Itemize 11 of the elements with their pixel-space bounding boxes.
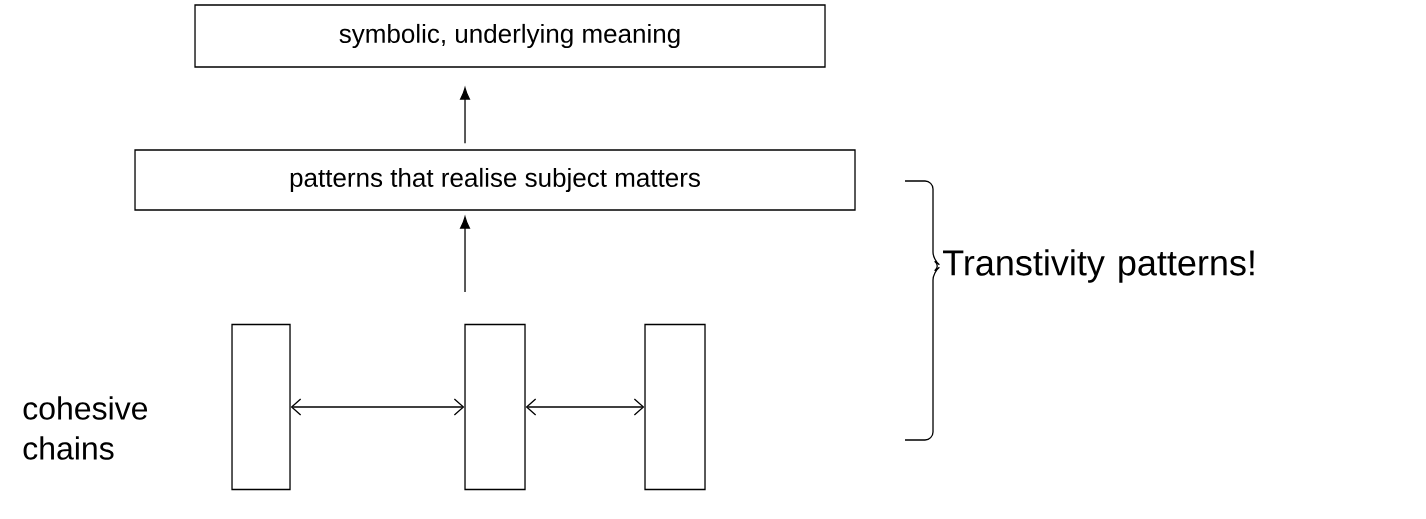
- label: cohesive chains: [23, 396, 148, 460]
- arrow: [525, 398, 645, 416]
- arrow: [460, 216, 470, 293]
- chain-box: [644, 323, 706, 491]
- chain-box: [464, 323, 526, 491]
- chain-box: [231, 323, 291, 491]
- text-box: patterns that realise subject matters: [134, 149, 856, 211]
- label: Transtivity patterns!: [943, 249, 1254, 283]
- arrow: [460, 87, 470, 144]
- text-box: symbolic, underlying meaning: [194, 4, 826, 68]
- arrow: [290, 398, 465, 416]
